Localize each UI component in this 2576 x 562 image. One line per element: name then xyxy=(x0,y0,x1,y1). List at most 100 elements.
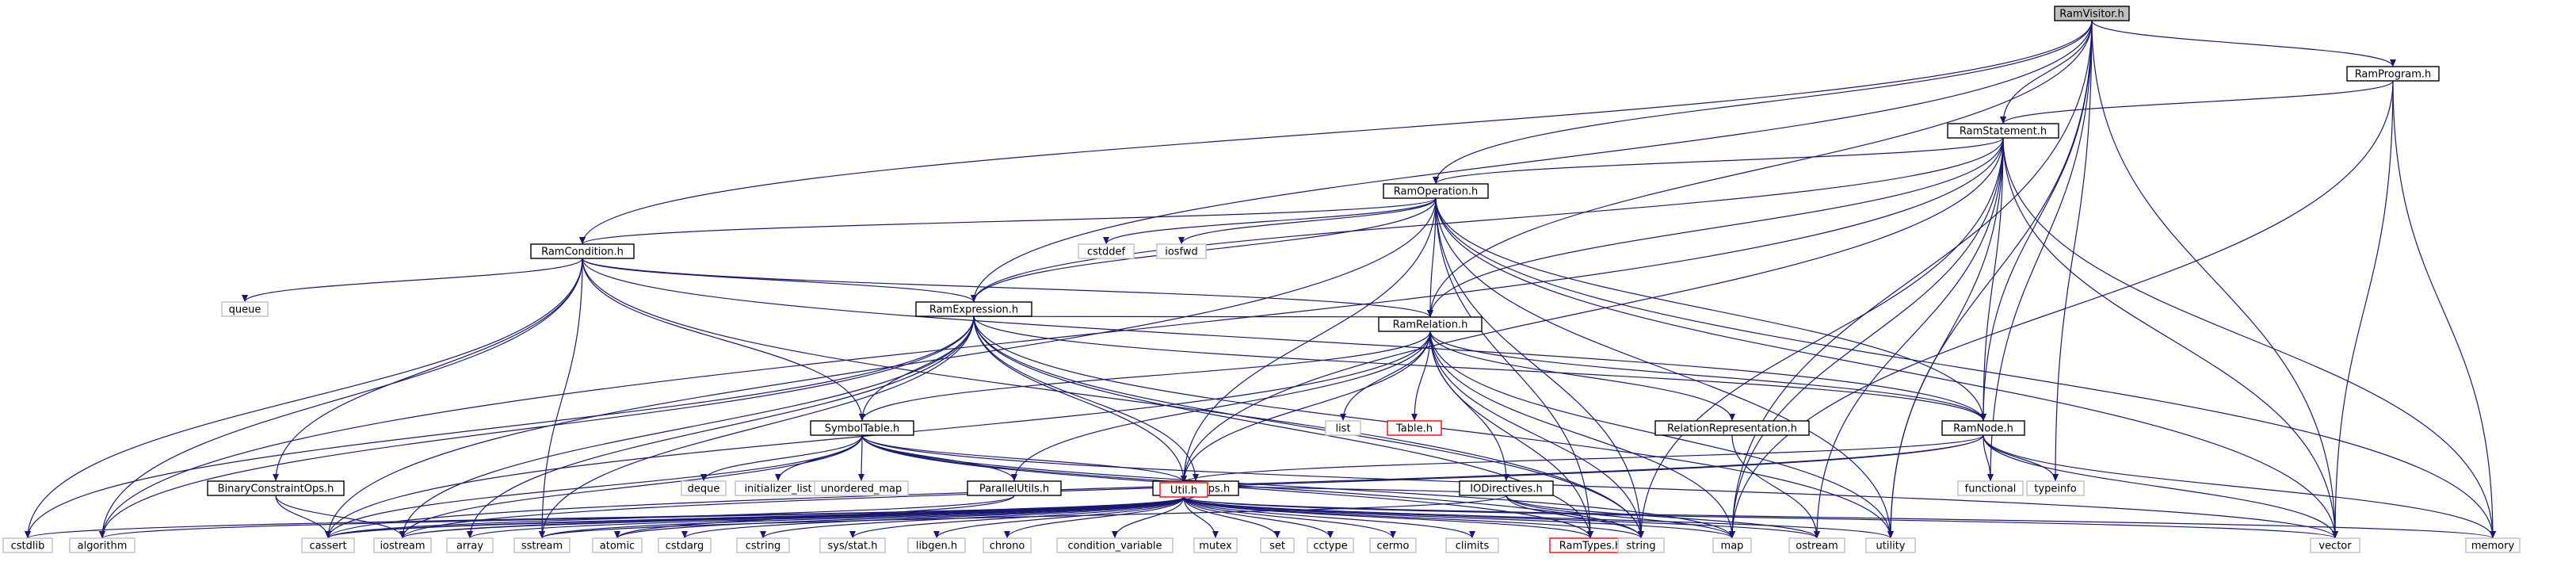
node-ramexpression-h[interactable]: RamExpression.h xyxy=(915,301,1032,317)
edge-RamOperation.h-to-iosfwd xyxy=(1181,197,1437,245)
edge-RamExpression.h-to-RamNode.h xyxy=(973,315,1984,422)
node-label: RamNode.h xyxy=(1953,423,2013,435)
node-ramcondition-h[interactable]: RamCondition.h xyxy=(530,243,635,259)
edge-arrowhead xyxy=(1103,237,1109,244)
node-ramnode-h[interactable]: RamNode.h xyxy=(1941,420,2025,436)
edge-RamRelation.h-to-RamTypes.h xyxy=(1429,331,1591,539)
node-label: RamOperation.h xyxy=(1394,186,1478,198)
node-label: cctype xyxy=(1313,541,1347,552)
node-sys-stat-h: sys/stat.h xyxy=(819,537,886,553)
node-box xyxy=(373,537,432,553)
edge-RamRelation.h-to-Util.h xyxy=(1183,331,1431,484)
node-label: RamVisitor.h xyxy=(2059,9,2124,21)
edge-IODirectives.h-to-ostream xyxy=(1506,495,1818,539)
node-table-h[interactable]: Table.h xyxy=(1387,420,1442,436)
node-box xyxy=(221,301,269,317)
edge-RamCondition.h-to-queue xyxy=(244,258,583,303)
edge-Util.h-to-sstream xyxy=(541,496,1185,539)
node-label: cstring xyxy=(746,541,780,552)
node-ramprogram-h[interactable]: RamProgram.h xyxy=(2346,66,2440,82)
node-symboltable-h[interactable]: SymbolTable.h xyxy=(810,420,914,436)
edge-RamStatement.h-to-memory xyxy=(2002,137,2494,539)
node-ramvisitor-h[interactable]: RamVisitor.h xyxy=(2054,6,2130,21)
node-box xyxy=(301,537,355,553)
edge-Util.h-to-climits xyxy=(1183,496,1473,539)
node-mutex: mutex xyxy=(1193,537,1238,553)
edge-RamCondition.h-to-RamRelation.h xyxy=(582,258,1431,318)
node-initializer-list: initializer_list xyxy=(735,480,822,496)
node-box xyxy=(810,420,914,436)
node-set: set xyxy=(1260,537,1295,553)
node-box xyxy=(513,537,571,553)
node-binaryconstraintops-h[interactable]: BinaryConstraintOps.h xyxy=(207,480,345,496)
edge-IODirectives.h-to-map xyxy=(1506,495,1733,539)
node-box xyxy=(2465,537,2521,553)
edge-RamExpression.h-to-FunctorOps.h xyxy=(973,315,1196,482)
edge-RamStatement.h-to-RamOperation.h xyxy=(1435,137,2004,185)
edge-arrowhead xyxy=(467,531,473,538)
node-label: RamStatement.h xyxy=(1960,126,2047,138)
edge-RamOperation.h-to-RamNode.h xyxy=(1435,197,1984,422)
node-label: RamTypes.h xyxy=(1559,541,1621,552)
graph-edges xyxy=(25,20,2496,539)
node-string: string xyxy=(1617,537,1665,553)
node-label: RamRelation.h xyxy=(1393,319,1468,331)
edge-RamRelation.h-to-RamNode.h xyxy=(1429,331,1984,422)
edge-arrowhead xyxy=(1980,414,1986,421)
edge-Util.h-to-cstdlib xyxy=(27,496,1185,539)
node-parallelutils-h[interactable]: ParallelUtils.h xyxy=(967,480,1062,496)
edge-arrowhead xyxy=(1411,414,1418,421)
node-label: algorithm xyxy=(78,541,128,552)
node-label: deque xyxy=(688,484,720,495)
node-box xyxy=(983,537,1032,553)
edge-arrowhead xyxy=(539,531,545,538)
node-ramrelation-h[interactable]: RamRelation.h xyxy=(1378,316,1483,332)
node-label: map xyxy=(1721,541,1744,552)
edge-RamStatement.h-to-map xyxy=(1731,137,2004,539)
node-map: map xyxy=(1712,537,1752,553)
node-label: Util.h xyxy=(1170,485,1197,497)
node-label: RamProgram.h xyxy=(2355,69,2432,81)
edge-Util.h-to-cstring xyxy=(762,496,1185,539)
edge-arrowhead xyxy=(399,531,406,538)
node-ramstatement-h[interactable]: RamStatement.h xyxy=(1947,123,2059,139)
edge-IODirectives.h-to-string xyxy=(1506,495,1642,539)
edge-RamVisitor.h-to-utility xyxy=(1890,20,2093,539)
node-box xyxy=(1788,537,1845,553)
node-ramoperation-h[interactable]: RamOperation.h xyxy=(1383,183,1489,199)
node-relationrepresentation-h[interactable]: RelationRepresentation.h xyxy=(1654,420,1810,436)
node-ramtypes-h[interactable]: RamTypes.h xyxy=(1549,537,1631,553)
edge-Util.h-to-cctype xyxy=(1183,496,1331,539)
node-cstddef: cstddef xyxy=(1078,243,1135,259)
edge-arrowhead xyxy=(2000,117,2006,124)
node-box xyxy=(819,537,886,553)
edge-RamVisitor.h-to-vector xyxy=(2091,20,2336,539)
edge-arrowhead xyxy=(1011,474,1017,481)
node-label: mutex xyxy=(1199,541,1232,552)
edge-RamOperation.h-to-cstddef xyxy=(1105,197,1437,245)
edge-Util.h-to-utility xyxy=(1183,496,1891,539)
edge-RamOperation.h-to-string xyxy=(1435,197,1642,539)
node-algorithm: algorithm xyxy=(69,537,135,553)
node-label: ParallelUtils.h xyxy=(979,484,1049,495)
edge-SymbolTable.h-to-Util.h xyxy=(861,434,1185,484)
node-cstdarg: cstdarg xyxy=(658,537,712,553)
edge-arrowhead xyxy=(1729,414,1735,421)
node-label: sys/stat.h xyxy=(828,541,878,552)
node-label: iosfwd xyxy=(1165,247,1198,258)
node-label: RelationRepresentation.h xyxy=(1667,423,1797,435)
node-box xyxy=(1156,243,1207,259)
edge-RamExpression.h-to-Util.h xyxy=(973,315,1185,484)
node-box xyxy=(1307,537,1354,553)
edge-RamRelation.h-to-Table.h xyxy=(1414,331,1431,422)
edge-RamExpression.h-to-iostream xyxy=(402,315,975,539)
node-box xyxy=(1617,537,1665,553)
edge-RamCondition.h-to-sstream xyxy=(541,258,583,539)
node-util-h[interactable]: Util.h xyxy=(1159,482,1208,498)
node-iodirectives-h[interactable]: IODirectives.h xyxy=(1459,480,1554,496)
edge-arrowhead xyxy=(681,531,688,538)
edge-arrowhead xyxy=(1433,177,1439,184)
node-label: cstdlib xyxy=(11,541,45,552)
node-box xyxy=(2,537,53,553)
node-label: sstream xyxy=(521,541,563,552)
